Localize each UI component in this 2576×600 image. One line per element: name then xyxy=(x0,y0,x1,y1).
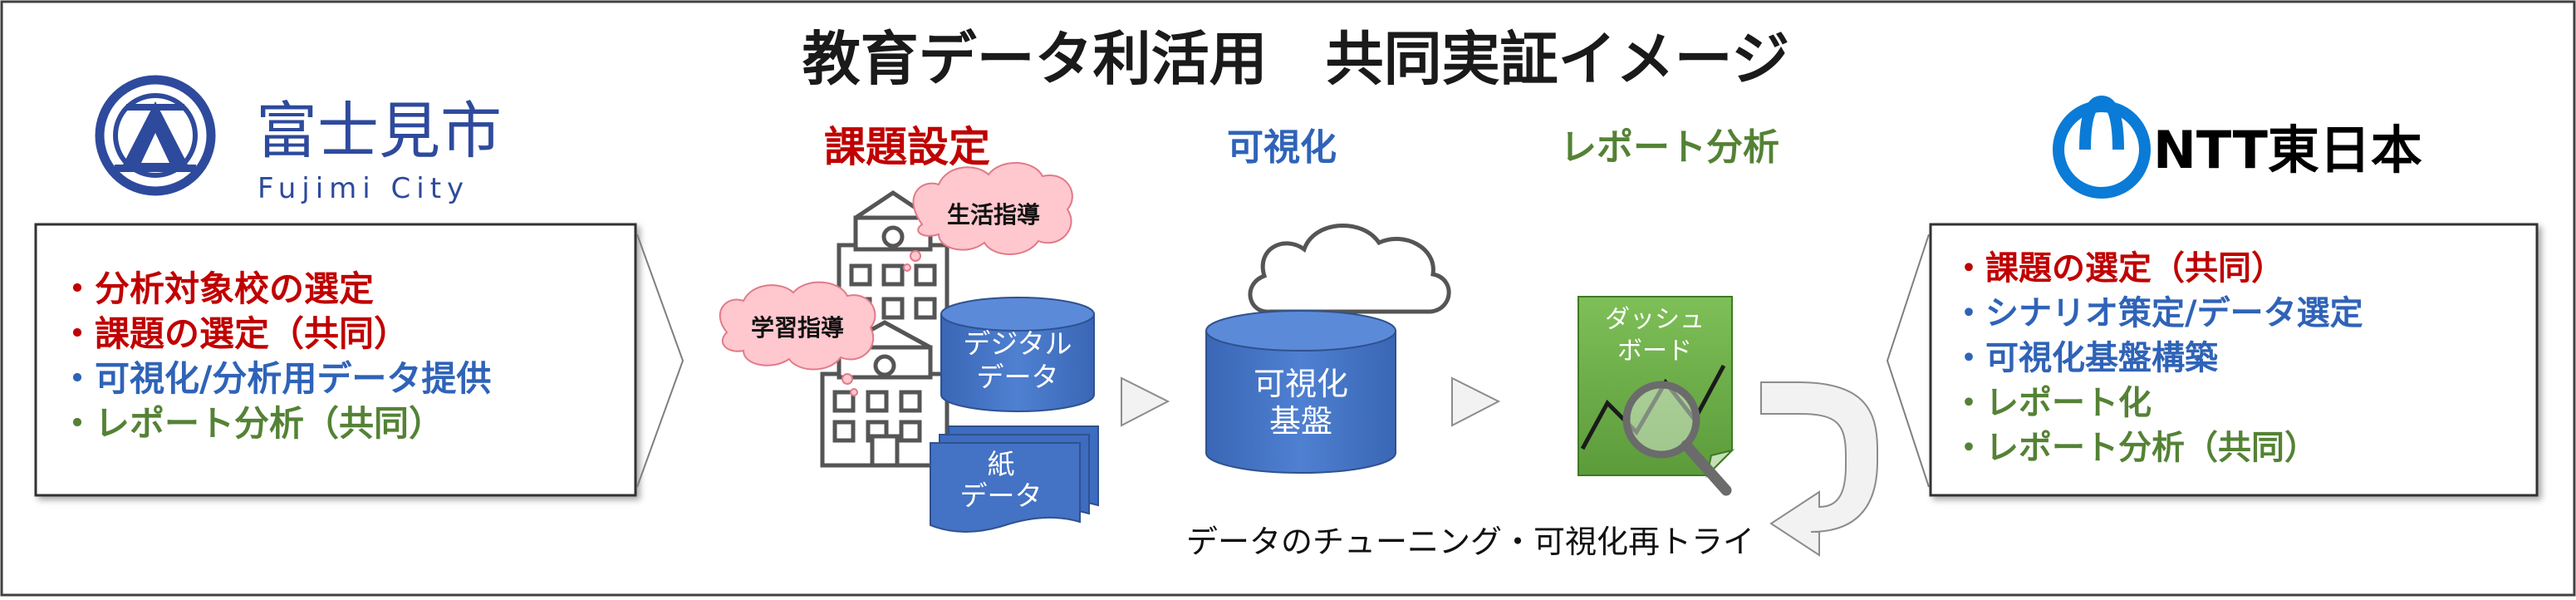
flow-arrow-1 xyxy=(1121,376,1170,427)
fujimi-name-en: Fujimi City xyxy=(258,172,469,205)
retry-loop-arrow xyxy=(1760,381,1878,557)
cloud-icon xyxy=(1248,224,1451,314)
right-chevron xyxy=(1886,234,1930,488)
fujimi-emblem-icon xyxy=(95,75,216,196)
platform-line2: 基盤 xyxy=(1269,403,1332,440)
digital-data-line2: データ xyxy=(977,361,1059,393)
visualization-platform-cylinder: 可視化 基盤 xyxy=(1205,310,1396,474)
flow-arrow-2 xyxy=(1451,376,1501,427)
dashboard-line2: ボード xyxy=(1617,337,1692,366)
ntt-role-item: ・可視化基盤構築 xyxy=(1952,339,2219,377)
page-title: 教育データ利活用 共同実証イメージ xyxy=(802,25,1790,93)
fujimi-role-item: ・課題の選定（共同） xyxy=(60,313,409,354)
ntt-role-item: ・レポート化 xyxy=(1952,384,2152,422)
platform-line1: 可視化 xyxy=(1254,366,1348,402)
fujimi-role-box: ・分析対象校の選定 ・課題の選定（共同） ・可視化/分析用データ提供 ・レポート… xyxy=(34,223,637,497)
bubble-life-guidance: 生活指導 xyxy=(903,162,1073,272)
paper-data-line1: 紙 xyxy=(988,448,1015,480)
ntt-role-item: ・シナリオ策定/データ選定 xyxy=(1952,294,2363,332)
school-building-icon xyxy=(820,189,949,468)
bubble-study-text: 学習指導 xyxy=(751,314,844,342)
ntt-name: NTT東日本 xyxy=(2153,120,2422,180)
bubble-study-guidance: 学習指導 xyxy=(719,281,876,396)
digital-data-cylinder: デジタル データ xyxy=(940,297,1095,412)
paper-data-line2: データ xyxy=(960,480,1043,512)
fujimi-role-item: ・分析対象校の選定 xyxy=(60,268,374,309)
ntt-role-box: ・課題の選定（共同） ・シナリオ策定/データ選定 ・可視化基盤構築 ・レポート化… xyxy=(1929,223,2539,497)
left-chevron xyxy=(636,234,684,488)
dashboard-panel: ダッシュ ボード xyxy=(1577,296,1735,496)
fujimi-logo: 富士見市 Fujimi City xyxy=(95,75,502,205)
stage-report-label: レポート分析 xyxy=(1560,126,1779,169)
magnifier-icon xyxy=(1622,381,1732,496)
ntt-role-item: ・レポート分析（共同） xyxy=(1952,429,2318,467)
stage-visualize-label: 可視化 xyxy=(1227,126,1337,169)
fujimi-name: 富士見市 xyxy=(256,96,502,167)
dashboard-line1: ダッシュ xyxy=(1605,305,1705,334)
fujimi-role-item: ・可視化/分析用データ提供 xyxy=(60,358,491,399)
fujimi-role-item: ・レポート分析（共同） xyxy=(60,403,444,444)
ntt-role-item: ・課題の選定（共同） xyxy=(1952,249,2284,288)
loop-caption: データのチューニング・可視化再トライ xyxy=(1186,524,1754,560)
paper-data-stack: 紙 データ xyxy=(930,425,1099,533)
stage-issue-label: 課題設定 xyxy=(824,123,990,171)
bubble-life-text: 生活指導 xyxy=(947,201,1040,229)
ntt-logo: NTT東日本 xyxy=(2053,95,2422,199)
digital-data-line1: デジタル xyxy=(963,327,1072,360)
ntt-emblem-icon xyxy=(2053,95,2151,199)
